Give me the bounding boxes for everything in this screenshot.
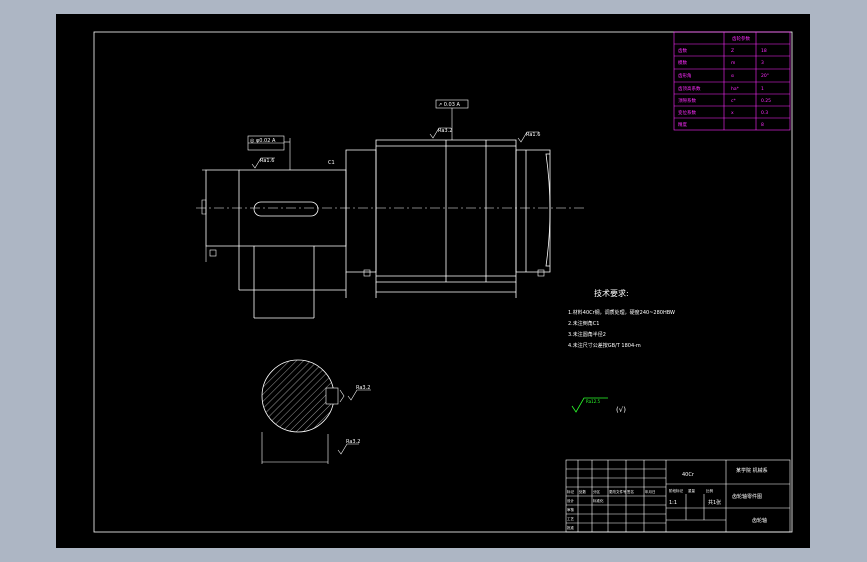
datum-box bbox=[209, 249, 217, 257]
parameter-table bbox=[673, 31, 791, 131]
title-label: 处数 bbox=[579, 489, 587, 494]
title-sheet: 共1张 bbox=[708, 499, 721, 506]
param-name: 模数 bbox=[678, 59, 687, 66]
title-material: 40Cr bbox=[682, 472, 695, 478]
param-name: 顶隙系数 bbox=[678, 97, 696, 104]
roughness-label: Ra1.6 bbox=[526, 132, 540, 138]
other-roughness: (√) bbox=[616, 406, 626, 414]
param-value: 3 bbox=[761, 60, 764, 66]
tolerance-frame-1: ◎ φ0.02 A bbox=[247, 135, 291, 170]
tech-req-item: 2.未注倒角C1 bbox=[568, 320, 599, 327]
general-roughness: Ra12.5 (√) bbox=[571, 397, 626, 414]
param-symbol: x bbox=[731, 111, 734, 116]
param-value: 0.3 bbox=[761, 110, 768, 116]
drawing-border bbox=[93, 31, 793, 533]
chamfer-label: C1 bbox=[328, 160, 335, 166]
title-drawing-name: 齿轮轴 bbox=[752, 517, 767, 524]
title-label: 更改文件号 bbox=[609, 489, 627, 494]
tech-req-item: 1.材料40Cr钢，调质处理，硬度240~280HBW bbox=[568, 309, 675, 316]
title-label: 审核 bbox=[567, 507, 575, 512]
tech-req-item: 4.未注尺寸公差按GB/T 1804-m bbox=[568, 342, 641, 349]
param-rows: 齿数 Z 18 模数 m 3 齿形角 α 20° 齿顶高系数 ha* 1 顶隙系… bbox=[678, 47, 771, 128]
title-labels: 标记 处数 分区 更改文件号 签名 年月日 设计 审核 工艺 标准化 批准 阶段… bbox=[567, 488, 714, 530]
tech-req-item: 3.未注圆角半径2 bbox=[568, 331, 606, 338]
title-block bbox=[565, 459, 791, 533]
shaft-main-view bbox=[205, 139, 551, 319]
tol-frame-1-text: ◎ φ0.02 A bbox=[250, 138, 276, 144]
tol-frame-2-text: ↗ 0.03 A bbox=[438, 102, 461, 108]
title-label: 年月日 bbox=[645, 489, 656, 494]
param-value: 1 bbox=[761, 86, 764, 92]
param-value: 0.25 bbox=[761, 98, 771, 104]
title-label: 标准化 bbox=[593, 498, 604, 503]
param-symbol: ha* bbox=[731, 86, 740, 92]
param-value: 18 bbox=[761, 48, 767, 54]
roughness-label: Ra1.6 bbox=[260, 158, 274, 164]
title-label: 比例 bbox=[706, 488, 714, 493]
param-symbol: Z bbox=[731, 48, 734, 54]
param-name: 变位系数 bbox=[678, 109, 696, 116]
param-symbol: α bbox=[731, 74, 734, 79]
title-label: 签名 bbox=[627, 489, 634, 494]
param-header: 齿轮参数 bbox=[732, 35, 750, 42]
title-label: 设计 bbox=[567, 498, 575, 503]
param-name: 齿形角 bbox=[678, 72, 692, 79]
roughness-callouts: Ra1.6 Ra3.2 Ra1.6 C1 bbox=[251, 127, 540, 169]
center-hole bbox=[201, 199, 207, 215]
param-name: 精度 bbox=[678, 121, 687, 128]
general-roughness-value: Ra12.5 bbox=[586, 399, 601, 404]
param-name: 齿数 bbox=[678, 47, 687, 54]
param-symbol: m bbox=[731, 61, 735, 66]
title-label: 批准 bbox=[567, 525, 575, 530]
roughness-label: Ra3.2 bbox=[356, 385, 370, 391]
param-value: 8 bbox=[761, 122, 764, 128]
section-view: Ra3.2 Ra3.2 bbox=[261, 359, 371, 464]
tech-req-title: 技术要求: bbox=[594, 288, 629, 298]
param-symbol: c* bbox=[731, 98, 736, 104]
title-label: 分区 bbox=[593, 489, 601, 494]
gear-shaft-drawing: 齿轮参数 齿数 Z 18 模数 m 3 齿形角 α 20° 齿顶高系数 ha* … bbox=[93, 31, 793, 533]
roughness-label: Ra3.2 bbox=[346, 439, 360, 445]
title-drawing-no: 齿轮轴零件图 bbox=[732, 493, 762, 500]
title-label: 阶段标记 bbox=[669, 488, 683, 493]
tolerance-frame-2: ↗ 0.03 A bbox=[435, 99, 469, 140]
cad-drawing-canvas: 齿轮参数 齿数 Z 18 模数 m 3 齿形角 α 20° 齿顶高系数 ha* … bbox=[56, 14, 810, 548]
roughness-label: Ra3.2 bbox=[438, 128, 452, 134]
roughness-icon bbox=[571, 397, 608, 413]
datum-box bbox=[537, 269, 545, 277]
param-name: 齿顶高系数 bbox=[678, 85, 701, 92]
title-scale: 1:1 bbox=[669, 500, 677, 506]
datum-box bbox=[363, 269, 371, 277]
param-value: 20° bbox=[761, 73, 769, 79]
title-school: 某学院 机械系 bbox=[736, 467, 768, 474]
tech-requirements: 技术要求: 1.材料40Cr钢，调质处理，硬度240~280HBW 2.未注倒角… bbox=[568, 288, 675, 349]
title-label: 标记 bbox=[567, 489, 575, 494]
title-label: 工艺 bbox=[567, 516, 575, 521]
title-label: 重量 bbox=[688, 488, 696, 493]
